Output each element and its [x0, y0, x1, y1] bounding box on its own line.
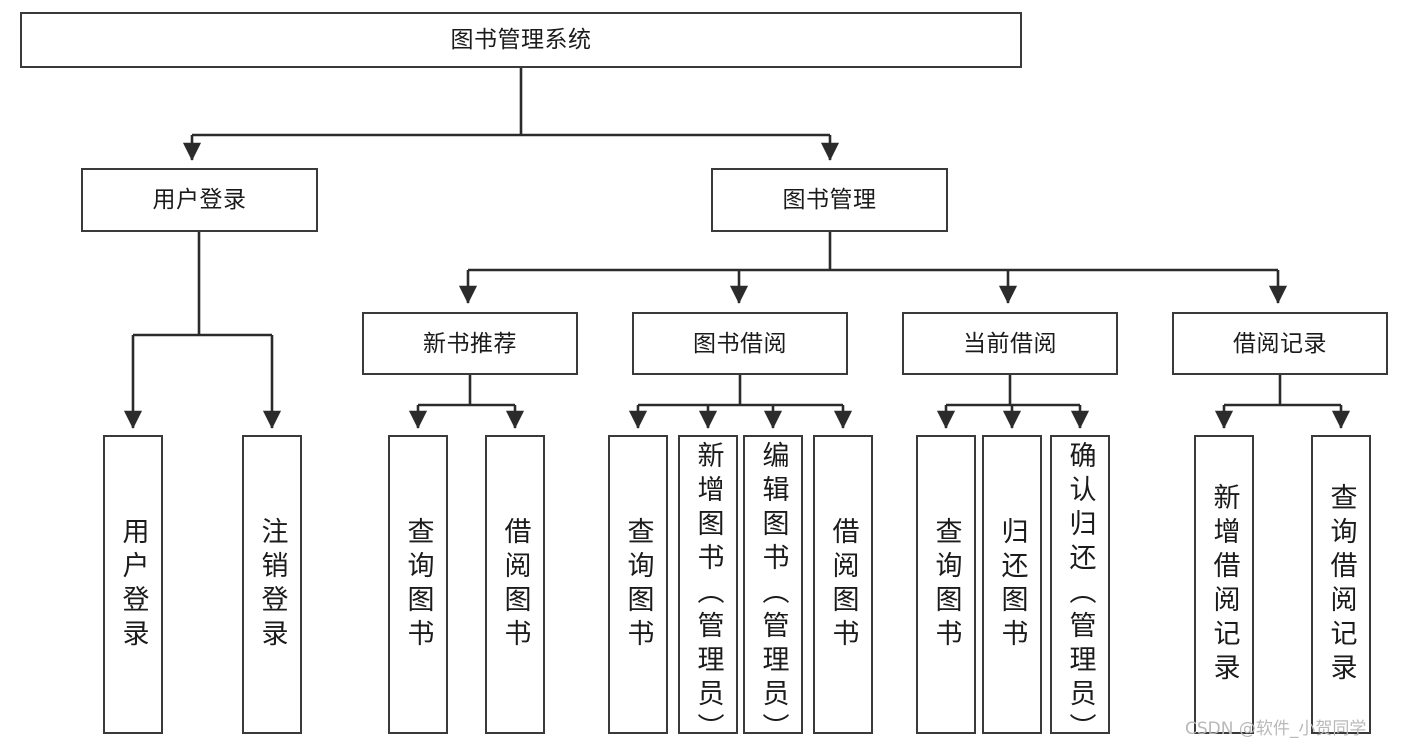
node-leaf-add-record[interactable]: 新增借阅记录: [1194, 435, 1254, 734]
node-leaf-borrow-book-1[interactable]: 借阅图书: [485, 435, 545, 734]
node-borrow-record-label: 借阅记录: [1233, 329, 1327, 356]
node-new-book-recommend[interactable]: 新书推荐: [362, 312, 578, 375]
node-leaf-add-record-label: 新增借阅记录: [1209, 482, 1240, 687]
node-leaf-user-logout[interactable]: 注销登录: [242, 435, 302, 734]
node-leaf-borrow-book-2[interactable]: 借阅图书: [813, 435, 873, 734]
node-leaf-add-book-label: 新增图书（管理员）: [693, 441, 724, 747]
node-root-label: 图书管理系统: [450, 26, 592, 53]
node-leaf-user-login[interactable]: 用户登录: [103, 435, 163, 734]
node-leaf-edit-book-label: 编辑图书（管理员）: [758, 441, 789, 747]
node-leaf-borrow-book-1-label: 借阅图书: [500, 516, 531, 653]
node-leaf-query-book-3-label: 查询图书: [931, 516, 962, 653]
node-leaf-query-book-3[interactable]: 查询图书: [916, 435, 976, 734]
node-leaf-query-book-2[interactable]: 查询图书: [608, 435, 668, 734]
node-leaf-query-book-1-label: 查询图书: [403, 516, 434, 653]
node-leaf-query-record[interactable]: 查询借阅记录: [1311, 435, 1371, 734]
node-current-borrow-label: 当前借阅: [963, 329, 1057, 356]
node-root[interactable]: 图书管理系统: [20, 12, 1022, 68]
node-book-management-label: 图书管理: [782, 186, 877, 213]
node-leaf-user-login-label: 用户登录: [118, 516, 149, 653]
csdn-watermark: CSDN @软件_小贺同学: [1185, 719, 1367, 739]
node-borrow-record[interactable]: 借阅记录: [1172, 312, 1388, 375]
node-leaf-add-book[interactable]: 新增图书（管理员）: [678, 435, 738, 747]
node-leaf-query-book-2-label: 查询图书: [623, 516, 654, 653]
node-leaf-edit-book[interactable]: 编辑图书（管理员）: [743, 435, 803, 747]
node-book-borrow-label: 图书借阅: [693, 329, 787, 356]
node-book-borrow[interactable]: 图书借阅: [632, 312, 848, 375]
node-leaf-user-logout-label: 注销登录: [257, 516, 288, 653]
node-leaf-return-book[interactable]: 归还图书: [982, 435, 1042, 734]
node-leaf-borrow-book-2-label: 借阅图书: [828, 516, 859, 653]
node-user-login-label: 用户登录: [152, 186, 247, 213]
node-new-book-recommend-label: 新书推荐: [423, 329, 517, 356]
node-book-management[interactable]: 图书管理: [711, 168, 948, 232]
node-leaf-query-book-1[interactable]: 查询图书: [388, 435, 448, 734]
node-user-login[interactable]: 用户登录: [81, 168, 318, 232]
node-current-borrow[interactable]: 当前借阅: [902, 312, 1118, 375]
node-leaf-return-book-label: 归还图书: [997, 516, 1028, 653]
node-leaf-confirm-return-label: 确认归还（管理员）: [1065, 441, 1096, 747]
node-leaf-query-record-label: 查询借阅记录: [1326, 482, 1357, 687]
node-leaf-confirm-return[interactable]: 确认归还（管理员）: [1050, 435, 1110, 747]
